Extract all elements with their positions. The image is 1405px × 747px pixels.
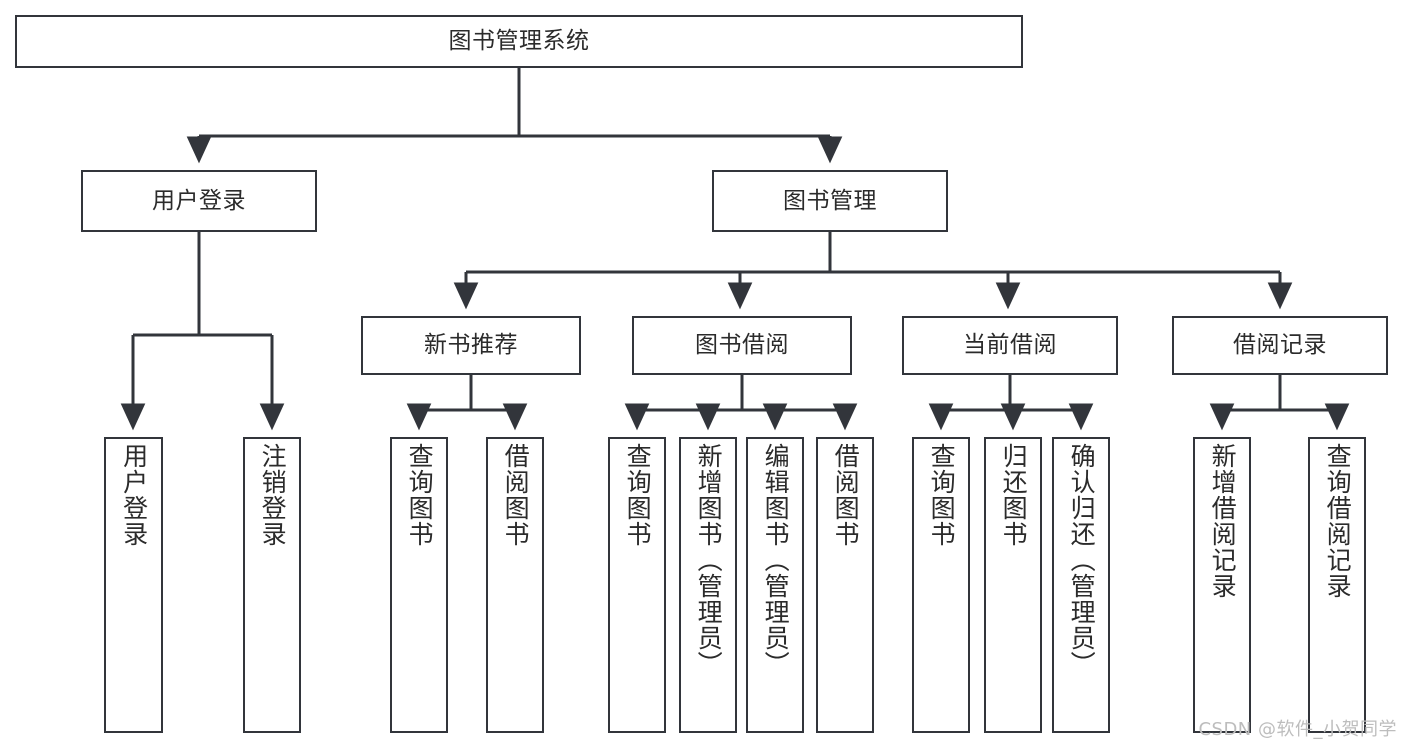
- node-leaf-user-logout-label: 注销登录: [258, 443, 288, 547]
- node-user-login[interactable]: 用户登录: [81, 170, 317, 232]
- node-leaf-add-book[interactable]: 新增图书（管理员）: [679, 437, 737, 733]
- node-leaf-confirm-return[interactable]: 确认归还（管理员）: [1052, 437, 1110, 733]
- node-leaf-borrow-book-rec-label: 借阅图书: [501, 443, 531, 547]
- node-leaf-edit-book[interactable]: 编辑图书（管理员）: [746, 437, 804, 733]
- node-leaf-query-book-rec[interactable]: 查询图书: [390, 437, 448, 733]
- node-leaf-user-login-label: 用户登录: [119, 443, 149, 547]
- node-leaf-query-book-borrow[interactable]: 查询图书: [608, 437, 666, 733]
- node-leaf-query-book-rec-label: 查询图书: [405, 443, 435, 547]
- node-new-book-rec-label: 新书推荐: [424, 332, 518, 358]
- node-leaf-user-login[interactable]: 用户登录: [104, 437, 163, 733]
- node-leaf-query-book-borrow-label: 查询图书: [623, 443, 653, 547]
- node-leaf-borrow-book-rec[interactable]: 借阅图书: [486, 437, 544, 733]
- node-leaf-edit-book-label: 编辑图书（管理员）: [761, 443, 791, 677]
- node-leaf-return-book-label: 归还图书: [999, 443, 1029, 547]
- node-root[interactable]: 图书管理系统: [15, 15, 1023, 68]
- node-book-admin-label: 图书管理: [783, 187, 877, 214]
- node-leaf-return-book[interactable]: 归还图书: [984, 437, 1042, 733]
- node-leaf-confirm-return-label: 确认归还（管理员）: [1067, 443, 1097, 677]
- node-leaf-add-record-label: 新增借阅记录: [1208, 443, 1238, 599]
- node-leaf-query-record-label: 查询借阅记录: [1323, 443, 1353, 599]
- node-leaf-add-record[interactable]: 新增借阅记录: [1193, 437, 1251, 733]
- node-leaf-borrow-book[interactable]: 借阅图书: [816, 437, 874, 733]
- node-leaf-query-book-cur-label: 查询图书: [927, 443, 957, 547]
- node-book-borrow-label: 图书借阅: [695, 332, 789, 358]
- node-book-borrow[interactable]: 图书借阅: [632, 316, 852, 375]
- node-leaf-query-record[interactable]: 查询借阅记录: [1308, 437, 1366, 733]
- node-current-borrow[interactable]: 当前借阅: [902, 316, 1118, 375]
- node-borrow-record[interactable]: 借阅记录: [1172, 316, 1388, 375]
- node-borrow-record-label: 借阅记录: [1233, 332, 1327, 358]
- node-user-login-label: 用户登录: [152, 187, 246, 214]
- node-leaf-user-logout[interactable]: 注销登录: [243, 437, 301, 733]
- watermark: CSDN @软件_小贺同学: [1198, 719, 1397, 740]
- node-current-borrow-label: 当前借阅: [963, 332, 1057, 358]
- node-book-admin[interactable]: 图书管理: [712, 170, 948, 232]
- node-leaf-borrow-book-label: 借阅图书: [831, 443, 861, 547]
- node-root-label: 图书管理系统: [448, 28, 590, 54]
- node-leaf-add-book-label: 新增图书（管理员）: [694, 443, 724, 677]
- node-leaf-query-book-cur[interactable]: 查询图书: [912, 437, 970, 733]
- node-new-book-rec[interactable]: 新书推荐: [361, 316, 581, 375]
